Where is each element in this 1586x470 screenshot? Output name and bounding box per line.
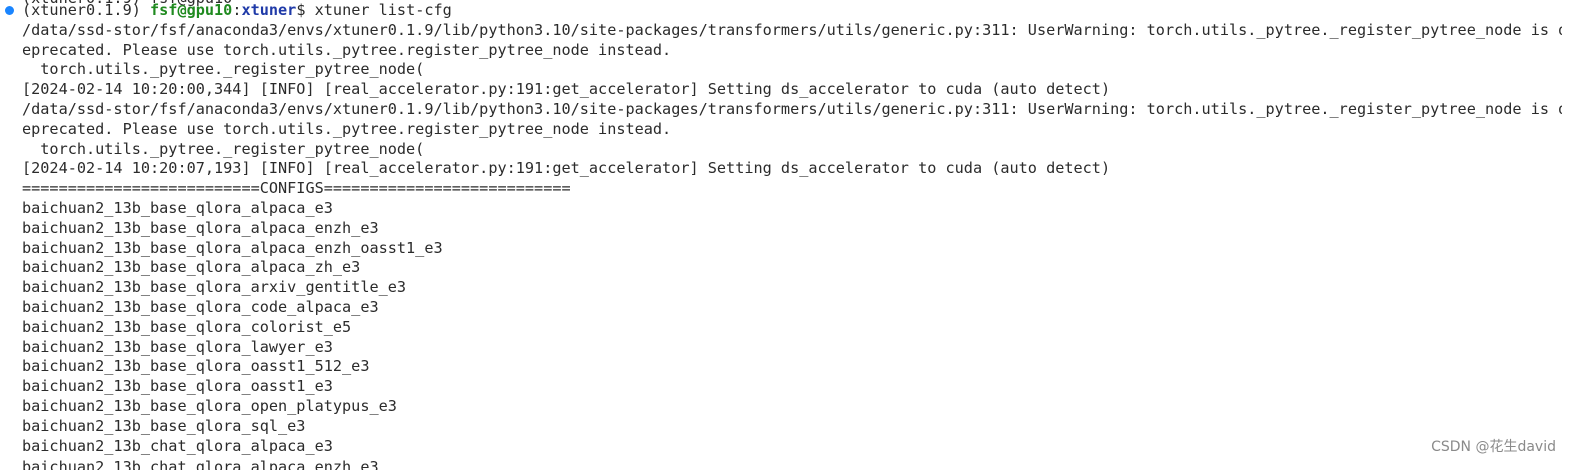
- output-line: torch.utils._pytree._register_pytree_nod…: [22, 60, 425, 79]
- output-line: baichuan2_13b_base_qlora_colorist_e5: [22, 317, 352, 336]
- output-line: eprecated. Please use torch.utils._pytre…: [22, 40, 672, 59]
- prompt-separator: :: [232, 1, 242, 19]
- command-text: xtuner list-cfg: [314, 1, 452, 19]
- output-line: [2024-02-14 10:20:07,193] [INFO] [real_a…: [22, 159, 1111, 178]
- output-lines: /data/ssd-stor/fsf/anaconda3/envs/xtuner…: [22, 21, 1562, 457]
- output-line: baichuan2_13b_base_qlora_lawyer_e3: [22, 337, 333, 356]
- output-line: eprecated. Please use torch.utils._pytre…: [22, 119, 672, 138]
- output-line: baichuan2_13b_base_qlora_arxiv_gentitle_…: [22, 278, 407, 297]
- output-line: torch.utils._pytree._register_pytree_nod…: [22, 139, 425, 158]
- output-line: baichuan2_13b_base_qlora_oasst1_e3: [22, 377, 333, 396]
- output-line: baichuan2_13b_chat_qlora_alpaca_e3: [22, 436, 333, 455]
- partial-previous-line: (xtuner0.1.9) fsf@gpu10: [22, 0, 232, 9]
- command-status-dot-icon: [5, 6, 14, 15]
- output-line: baichuan2_13b_base_qlora_open_platypus_e…: [22, 396, 397, 415]
- prompt-line: (xtuner0.1.9) fsf@gpu10:xtuner$ xtuner l…: [22, 1, 1562, 21]
- terminal-output: (xtuner0.1.9) fsf@gpu10:xtuner$ xtuner l…: [22, 1, 1562, 456]
- output-line: /data/ssd-stor/fsf/anaconda3/envs/xtuner…: [22, 99, 1562, 118]
- output-line: baichuan2_13b_base_qlora_alpaca_enzh_e3: [22, 218, 379, 237]
- output-line: baichuan2_13b_base_qlora_code_alpaca_e3: [22, 297, 379, 316]
- output-line: baichuan2_13b_base_qlora_alpaca_enzh_oas…: [22, 238, 443, 257]
- watermark: CSDN @花生david: [1431, 439, 1556, 455]
- prompt-symbol: $: [296, 1, 315, 19]
- output-line: /data/ssd-stor/fsf/anaconda3/envs/xtuner…: [22, 20, 1562, 39]
- conda-env: (xtuner0.1.9): [22, 1, 151, 19]
- output-line: baichuan2_13b_base_qlora_oasst1_512_e3: [22, 357, 370, 376]
- current-directory: xtuner: [241, 1, 297, 19]
- user-host: fsf@gpu10: [150, 1, 233, 19]
- partial-next-line: baichuan2_13b_chat_qlora_alpaca_enzh_e3: [22, 458, 379, 470]
- output-line: baichuan2_13b_base_qlora_alpaca_e3: [22, 198, 333, 217]
- output-line: ==========================CONFIGS=======…: [22, 179, 571, 198]
- output-line: baichuan2_13b_base_qlora_alpaca_zh_e3: [22, 258, 361, 277]
- output-line: baichuan2_13b_base_qlora_sql_e3: [22, 416, 306, 435]
- output-line: [2024-02-14 10:20:00,344] [INFO] [real_a…: [22, 80, 1111, 99]
